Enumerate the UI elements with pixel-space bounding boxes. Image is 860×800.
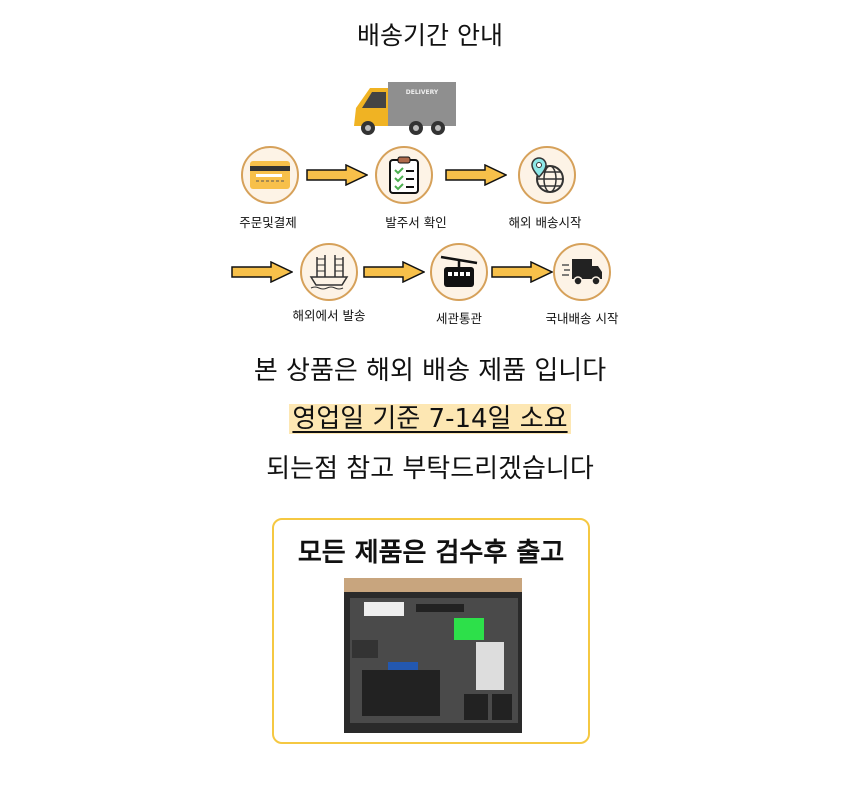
globe-pin-icon — [531, 157, 564, 193]
delivery-truck-illustration: DELIVERY — [354, 82, 456, 135]
step-label: 국내배송 시작 — [545, 311, 619, 326]
arrow-icon — [491, 261, 553, 283]
arrow-icon — [231, 261, 293, 283]
inspection-box: 모든 제품은 검수후 출고 — [272, 518, 590, 744]
step-label: 발주서 확인 — [385, 215, 447, 230]
step-order-payment — [241, 146, 299, 204]
notice-line-1: 본 상품은 해외 배송 제품 입니다 — [253, 356, 607, 386]
arrow-icon — [306, 164, 368, 186]
arrow-icon — [445, 164, 507, 186]
step-label: 해외 배송시작 — [508, 215, 582, 230]
step-overseas-shipping — [300, 243, 358, 301]
step-label: 세관통관 — [435, 311, 482, 326]
step-customs — [430, 243, 488, 301]
clipboard-checklist-icon — [389, 156, 419, 194]
step-label: 주문및결제 — [239, 215, 297, 230]
step-label: 해외에서 발송 — [292, 308, 366, 323]
credit-card-icon — [250, 161, 290, 189]
delivery-truck-icon — [562, 259, 602, 286]
truck-label: DELIVERY — [406, 89, 439, 96]
notice-highlight: 영업일 기준 7-14일 소요 — [289, 404, 571, 434]
page-title: 배송기간 안내 — [357, 21, 503, 50]
step-overseas-start — [518, 146, 576, 204]
notice-line-3: 되는점 참고 부탁드리겠습니다 — [266, 454, 594, 484]
cable-car-icon — [440, 255, 478, 287]
ship-icon — [309, 255, 349, 290]
step-order-confirm — [375, 146, 433, 204]
arrow-icon — [363, 261, 425, 283]
product-case-photo — [344, 578, 522, 733]
inspection-title: 모든 제품은 검수후 출고 — [297, 538, 565, 568]
step-domestic-start — [553, 243, 611, 301]
